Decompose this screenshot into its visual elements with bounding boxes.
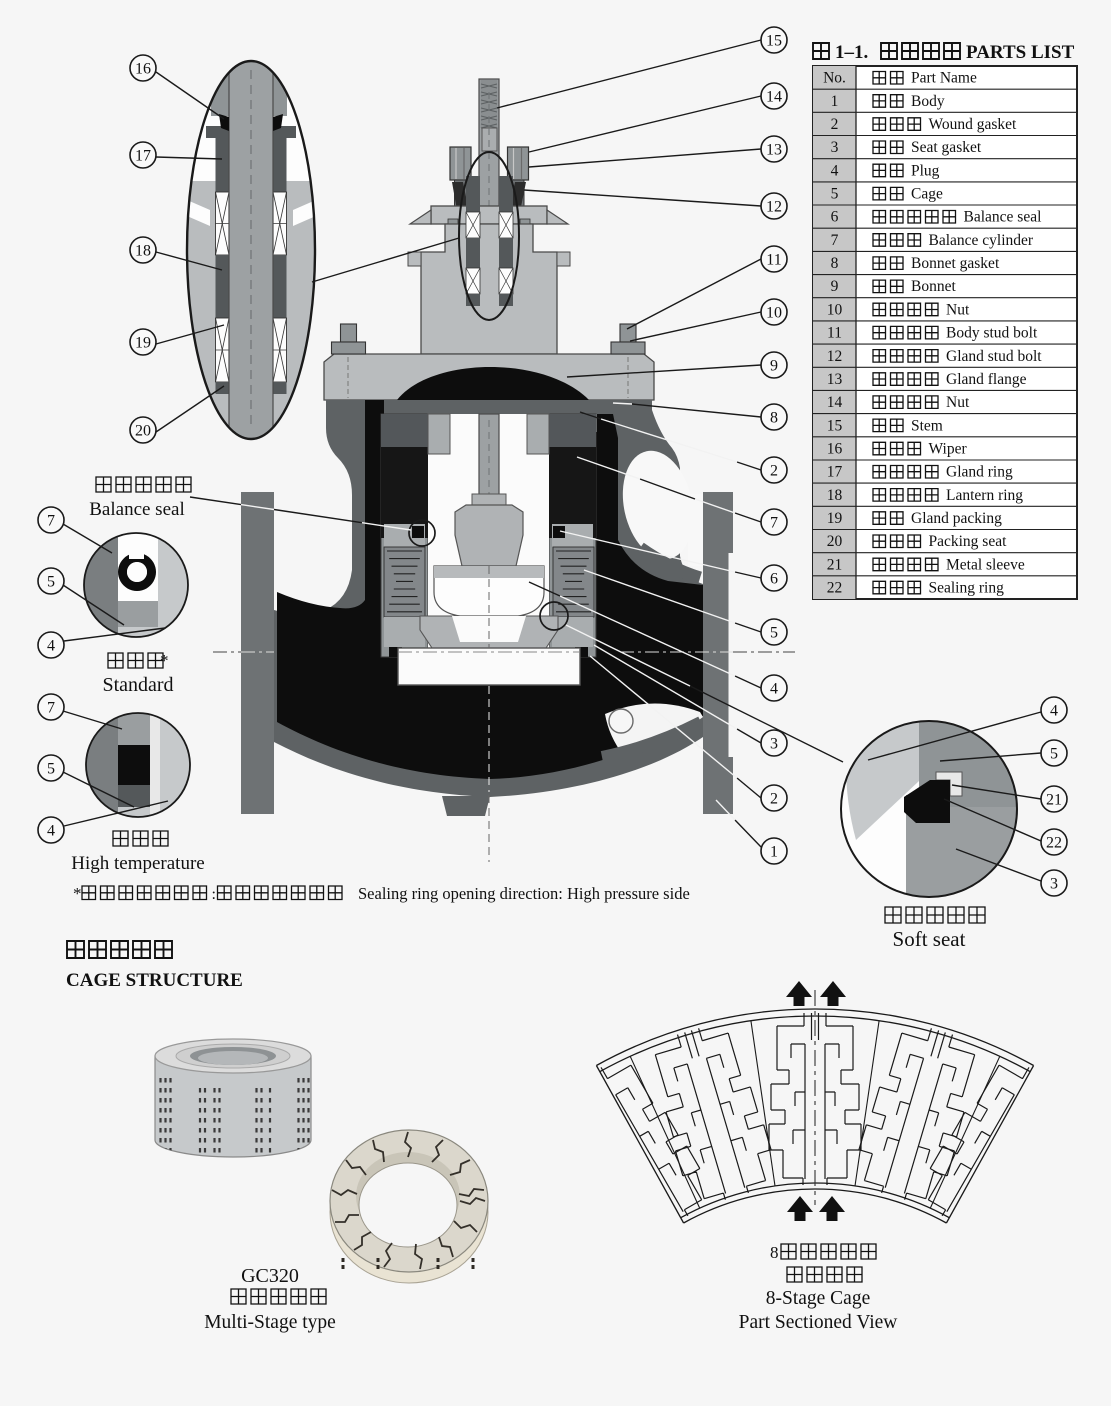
svg-text:16: 16 [135,61,151,78]
svg-text:Cage: Cage [911,186,943,203]
svg-text:10: 10 [766,305,782,322]
svg-text:Packing seat: Packing seat [929,533,1008,550]
svg-text:3: 3 [1050,876,1058,893]
svg-text:10: 10 [827,301,843,318]
svg-text:Soft seat: Soft seat [893,927,966,951]
svg-text:7: 7 [770,515,778,532]
svg-text:15: 15 [827,417,843,434]
svg-text:22: 22 [827,580,843,597]
svg-text:7: 7 [47,700,55,717]
svg-text:Metal sleeve: Metal sleeve [946,556,1025,573]
svg-text:Plug: Plug [911,162,940,179]
svg-text:Gland ring: Gland ring [946,464,1013,481]
svg-text:15: 15 [766,33,782,50]
svg-text:11: 11 [766,252,781,269]
svg-text:Balance seal: Balance seal [89,499,184,520]
svg-text:6: 6 [831,209,839,226]
svg-text:17: 17 [827,464,843,481]
svg-text:11: 11 [827,325,842,342]
svg-text:21: 21 [827,556,843,573]
svg-text:Part Name: Part Name [911,70,977,87]
svg-text:Stem: Stem [911,417,943,434]
svg-text:GC320: GC320 [241,1265,299,1287]
svg-text:5: 5 [1050,746,1058,763]
svg-text:5: 5 [831,186,839,203]
svg-text:Wound gasket: Wound gasket [929,116,1018,133]
svg-text:14: 14 [766,89,782,106]
svg-text:Part Sectioned View: Part Sectioned View [739,1312,898,1333]
svg-text:Lantern ring: Lantern ring [946,487,1023,504]
svg-text:Nut: Nut [946,301,970,318]
svg-text:2: 2 [831,116,839,133]
svg-text:Wiper: Wiper [929,440,968,457]
svg-text:1: 1 [770,844,778,861]
svg-text:Body: Body [911,93,945,110]
svg-text:9: 9 [831,278,839,295]
svg-text:Bonnet: Bonnet [911,278,956,295]
svg-text:18: 18 [135,243,151,260]
svg-text:1: 1 [831,93,839,110]
svg-text:Nut: Nut [946,394,970,411]
svg-text:4: 4 [47,823,55,840]
svg-text:7: 7 [831,232,839,249]
svg-text:5: 5 [47,761,55,778]
svg-text:19: 19 [135,335,151,352]
svg-text:4: 4 [831,162,839,179]
svg-text:9: 9 [770,358,778,375]
svg-text:2: 2 [770,791,778,808]
svg-text:No.: No. [823,70,846,87]
svg-text:21: 21 [1046,792,1062,809]
svg-text:Balance seal: Balance seal [964,209,1042,226]
svg-text:19: 19 [827,510,843,527]
svg-text:Gland packing: Gland packing [911,510,1002,527]
svg-text:13: 13 [827,371,843,388]
svg-text:16: 16 [827,440,843,457]
svg-text:CAGE STRUCTURE: CAGE STRUCTURE [66,970,243,991]
svg-text:Sealing ring: Sealing ring [929,580,1005,597]
svg-text:5: 5 [770,625,778,642]
svg-text:Bonnet gasket: Bonnet gasket [911,255,1000,272]
svg-text:4: 4 [47,638,55,655]
svg-text:Gland flange: Gland flange [946,371,1027,388]
svg-text:PARTS LIST: PARTS LIST [966,42,1075,63]
svg-text:Gland stud bolt: Gland stud bolt [946,348,1042,365]
svg-text:Sealing ring opening direction: Sealing ring opening direction: High pre… [358,884,690,903]
svg-text:7: 7 [47,513,55,530]
svg-text:3: 3 [831,139,839,156]
svg-text:8: 8 [831,255,839,272]
svg-text::: : [212,886,216,903]
svg-text:22: 22 [1046,835,1062,852]
svg-text:13: 13 [766,142,782,159]
svg-text:17: 17 [135,148,151,165]
svg-text:20: 20 [135,423,151,440]
svg-text:6: 6 [770,571,778,588]
svg-text:3: 3 [770,736,778,753]
svg-text:High temperature: High temperature [71,853,204,874]
svg-text:2: 2 [770,463,778,480]
svg-text:Multi-Stage type: Multi-Stage type [204,1312,336,1333]
svg-text:8-Stage Cage: 8-Stage Cage [766,1288,871,1309]
svg-text:14: 14 [827,394,843,411]
svg-text:8: 8 [770,1243,779,1262]
svg-text:18: 18 [827,487,843,504]
svg-text:Body stud bolt: Body stud bolt [946,325,1038,342]
svg-text:12: 12 [827,348,843,365]
svg-text:Seat gasket: Seat gasket [911,139,982,156]
svg-text:Balance cylinder: Balance cylinder [929,232,1034,249]
svg-text:20: 20 [827,533,843,550]
svg-text:*: * [73,884,82,903]
svg-text:12: 12 [766,199,782,216]
svg-text:Standard: Standard [102,674,173,696]
svg-text:4: 4 [1050,703,1058,720]
svg-text:8: 8 [770,410,778,427]
svg-text:5: 5 [47,574,55,591]
svg-text:1–1.: 1–1. [835,42,868,63]
svg-text:*: * [160,651,169,670]
svg-text:4: 4 [770,681,778,698]
